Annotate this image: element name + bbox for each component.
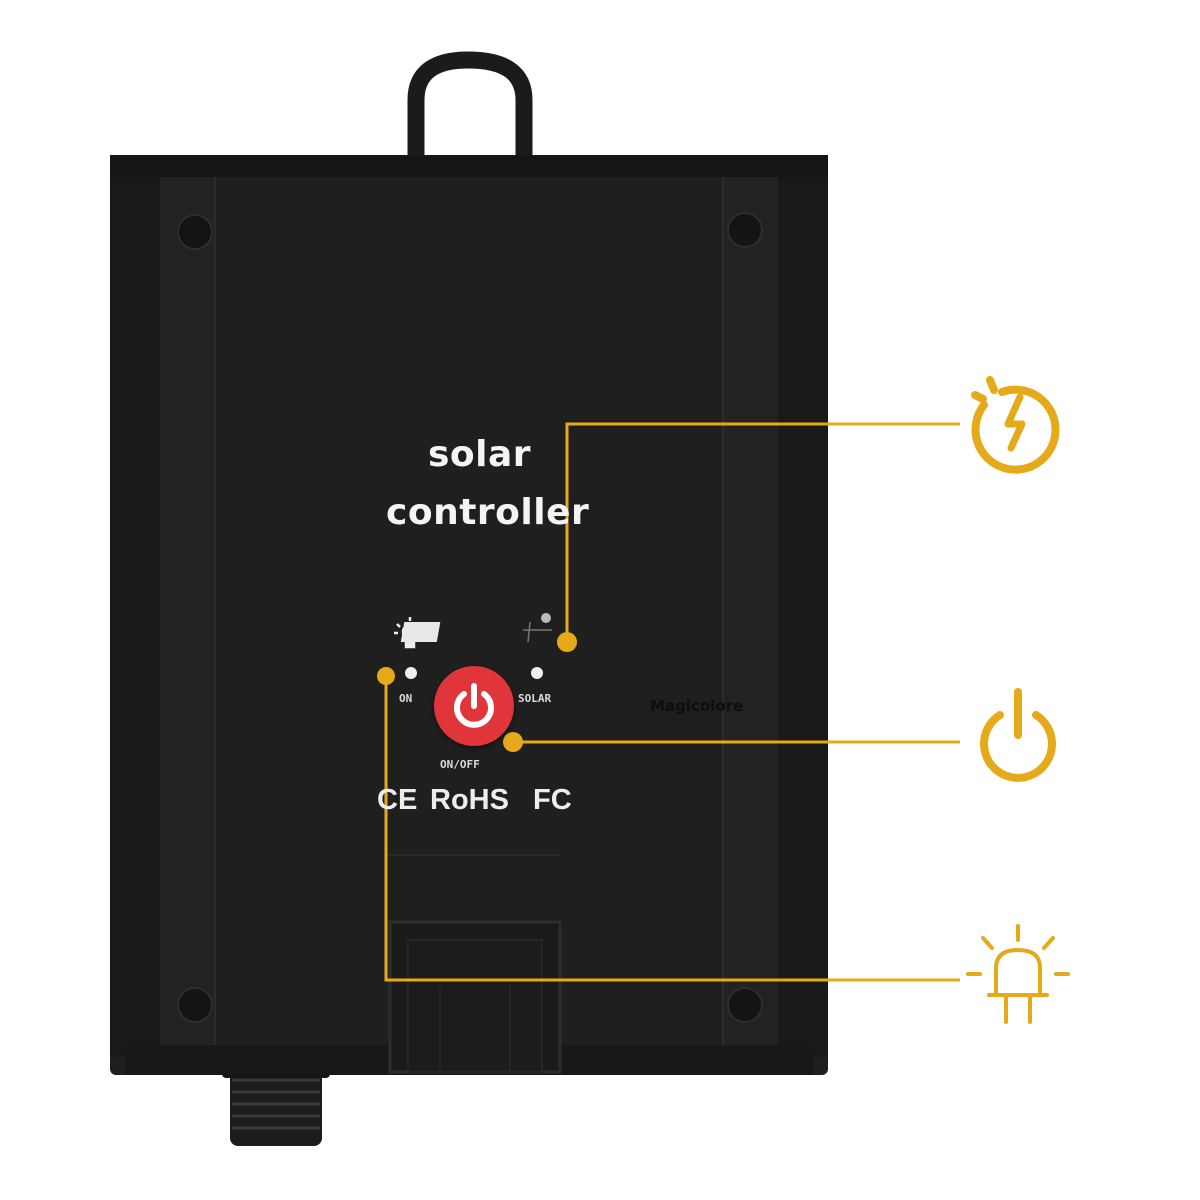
- device-body: [110, 155, 828, 1075]
- brand-logo: Magicolore: [650, 697, 744, 715]
- light-bulb-icon: [966, 924, 1070, 1024]
- solar-led: [531, 667, 543, 679]
- power-button-icon: [454, 683, 494, 728]
- power-icon: [980, 688, 1056, 782]
- rohs-mark: RoHS: [430, 784, 509, 816]
- ce-mark: CE: [377, 784, 418, 816]
- screw-holes: [177, 212, 763, 1023]
- title-line-solar: solar: [428, 434, 532, 475]
- callout-dots: [377, 632, 577, 752]
- title-line-controller: controller: [386, 492, 590, 533]
- hanging-loop: [407, 51, 533, 172]
- charging-icon: [971, 376, 1060, 474]
- solar-indicator-label: SOLAR: [518, 692, 552, 705]
- cable-connector: [222, 1064, 330, 1146]
- power-button[interactable]: [434, 666, 514, 746]
- fcc-mark: FC: [533, 784, 572, 816]
- device-solar-icon: [400, 613, 552, 643]
- battery-cover: [385, 854, 562, 1074]
- light-indicator-label: ON: [399, 692, 413, 705]
- power-button-label: ON/OFF: [440, 758, 480, 771]
- light-led: [405, 667, 417, 679]
- callout-lines: [384, 422, 960, 982]
